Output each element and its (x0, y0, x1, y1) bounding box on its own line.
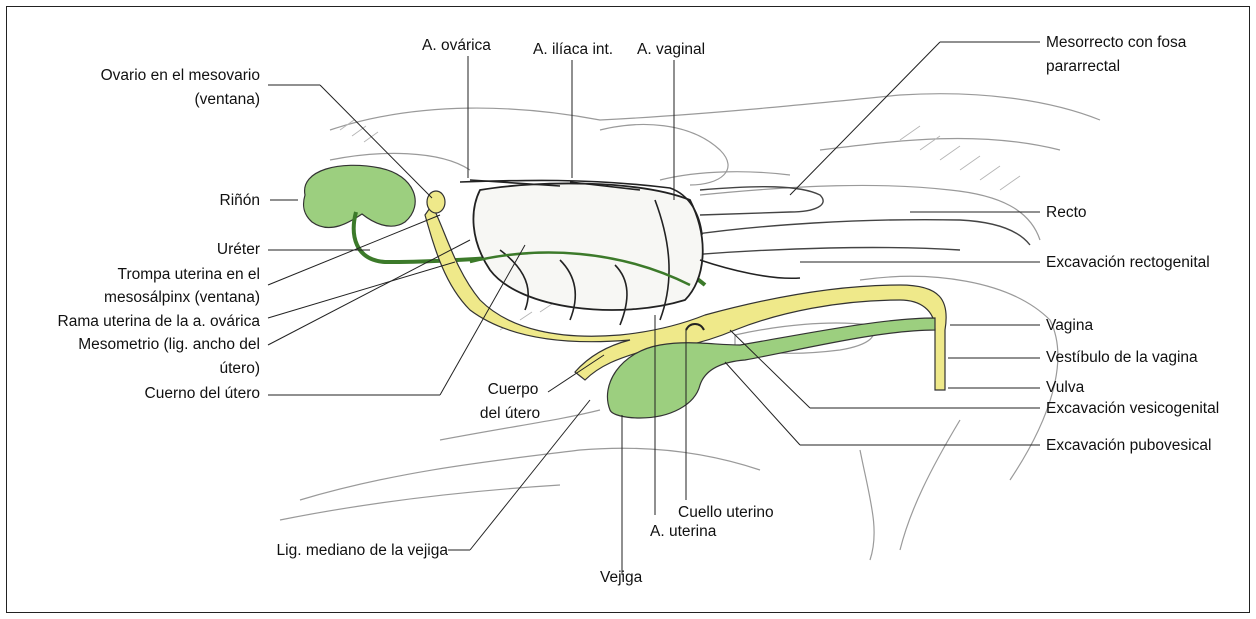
label-cuerpo-line2: del útero (465, 404, 555, 423)
label-a-ovarica: A. ovárica (422, 36, 491, 55)
label-vestibulo: Vestíbulo de la vagina (1046, 348, 1198, 367)
label-trompa-line2: mesosálpinx (ventana) (104, 288, 260, 307)
label-cuello: Cuello uterino (678, 503, 774, 522)
label-recto: Recto (1046, 203, 1087, 222)
label-vagina: Vagina (1046, 316, 1093, 335)
label-cuerpo-line1: Cuerpo (478, 380, 548, 399)
leader-lines (268, 42, 1040, 575)
label-exc-rectogenital: Excavación rectogenital (1046, 253, 1210, 272)
mesometrium (473, 183, 702, 310)
label-vejiga: Vejiga (600, 568, 642, 587)
label-rinon: Riñón (220, 191, 261, 210)
label-mesorrecto-line1: Mesorrecto con fosa (1046, 33, 1186, 52)
kidney (303, 165, 415, 227)
label-exc-vesicogenital: Excavación vesicogenital (1046, 399, 1219, 418)
ovary (427, 191, 445, 213)
label-a-uterina: A. uterina (650, 522, 716, 541)
label-vulva: Vulva (1046, 378, 1084, 397)
label-trompa-line1: Trompa uterina en el (118, 265, 260, 284)
label-ureter: Uréter (217, 240, 260, 259)
rectum (690, 187, 1030, 255)
label-cuerno: Cuerno del útero (145, 384, 260, 403)
label-ovario-line2: (ventana) (195, 90, 260, 109)
label-rama-uterina: Rama uterina de la a. ovárica (58, 312, 260, 331)
label-lig-mediano: Lig. mediano de la vejiga (277, 541, 448, 560)
label-mesometrio-line1: Mesometrio (lig. ancho del (78, 335, 260, 354)
label-a-vaginal: A. vaginal (637, 40, 705, 59)
label-ovario-line1: Ovario en el mesovario (101, 66, 260, 85)
label-exc-pubovesical: Excavación pubovesical (1046, 436, 1211, 455)
label-mesometrio-line2: útero) (220, 359, 261, 378)
label-mesorrecto-line2: pararrectal (1046, 57, 1120, 76)
label-a-iliaca-int: A. ilíaca int. (533, 40, 613, 59)
